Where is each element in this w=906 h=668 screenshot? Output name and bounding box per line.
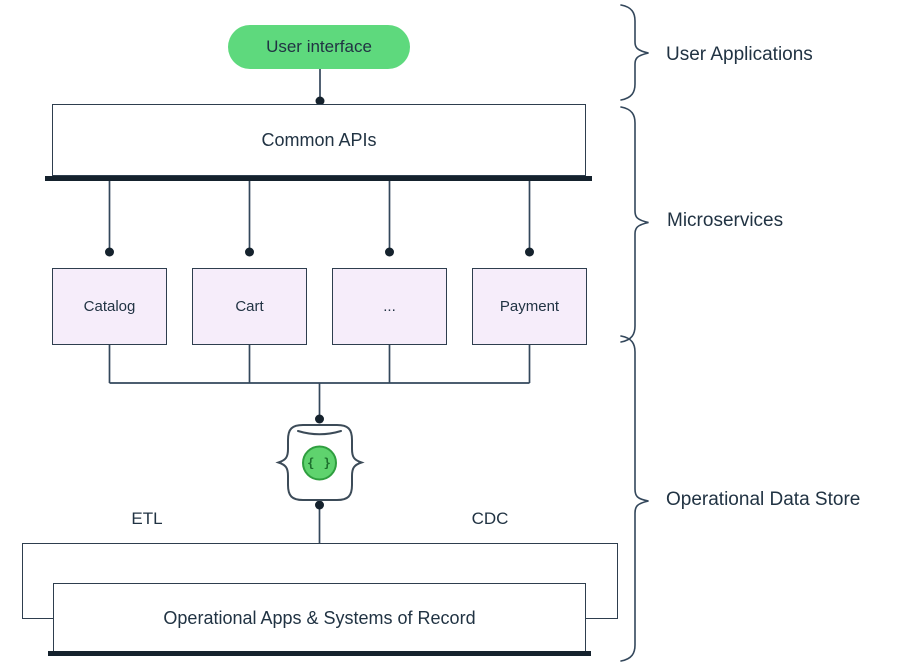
service-label: Cart xyxy=(235,298,264,315)
dot xyxy=(315,414,324,424)
service-node-catalog: Catalog xyxy=(52,268,167,345)
service-node-cart: Cart xyxy=(192,268,307,345)
service-node-more: ... xyxy=(332,268,447,345)
dot xyxy=(315,500,324,510)
service-node-payment: Payment xyxy=(472,268,587,345)
annotation-user-applications: User Applications xyxy=(666,44,813,65)
common-apis-node: Common APIs xyxy=(52,104,586,176)
common-apis-underline xyxy=(45,176,592,181)
user-interface-label: User interface xyxy=(266,37,372,56)
operational-apps-underline xyxy=(48,651,591,656)
operational-apps-node: Operational Apps & Systems of Record xyxy=(53,583,586,653)
annotation-operational-data-store: Operational Data Store xyxy=(666,489,861,510)
operational-apps-label: Operational Apps & Systems of Record xyxy=(163,607,476,628)
braces-glyph: { } xyxy=(307,456,332,470)
annotation-microservices: Microservices xyxy=(667,210,784,231)
cdc-label: CDC xyxy=(471,509,509,528)
layer-braces xyxy=(620,4,649,662)
etl-label: ETL xyxy=(131,509,163,528)
dot xyxy=(525,247,534,257)
brace-microservices xyxy=(620,106,649,343)
json-store-flap-arc xyxy=(297,430,342,436)
dot xyxy=(105,247,114,257)
service-label: Catalog xyxy=(83,298,136,315)
service-label: ... xyxy=(383,298,396,315)
dot xyxy=(245,247,254,257)
common-apis-label: Common APIs xyxy=(261,129,377,150)
dot xyxy=(385,247,394,257)
brace-user-applications xyxy=(620,4,649,101)
brace-operational-data-store xyxy=(620,335,649,662)
service-label: Payment xyxy=(499,298,560,315)
user-interface-node: User interface xyxy=(228,25,410,69)
